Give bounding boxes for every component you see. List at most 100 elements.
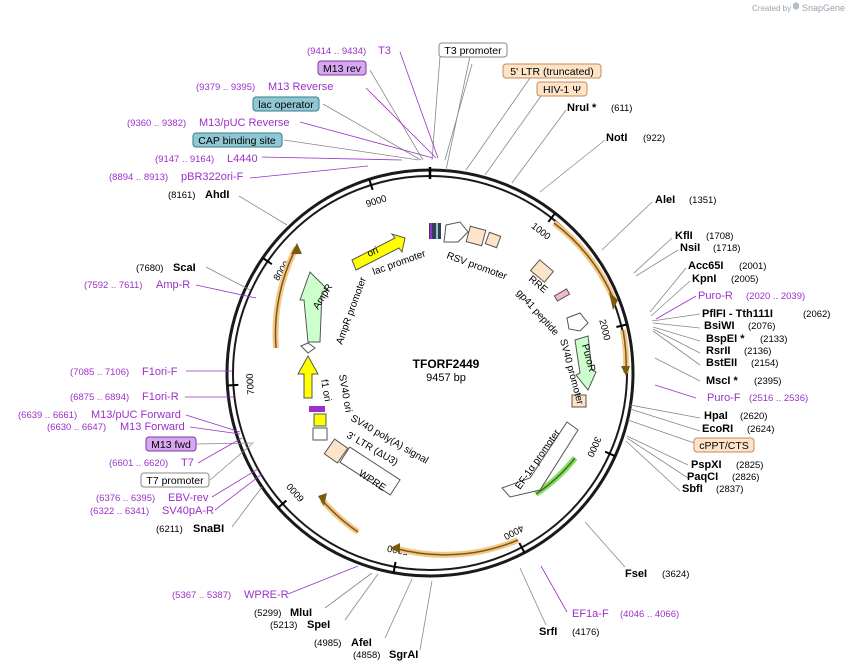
site-name: PflFI - Tth111I — [702, 308, 773, 320]
site-pos: (6211) — [156, 524, 183, 535]
site-pos: (611) — [611, 103, 632, 114]
sv40-promoter-arrow — [566, 312, 589, 332]
site-pos: (2076) — [748, 321, 775, 332]
t7-promoter-label: T7 promoter — [146, 475, 204, 487]
primer-name: L4440 — [227, 153, 258, 165]
primer-range: (6639 .. 6661) — [18, 410, 77, 421]
puror-arrow — [574, 335, 597, 391]
primer-name: EBV-rev — [168, 492, 209, 504]
tick-label: 6000 — [285, 481, 307, 504]
tick-mark — [227, 383, 239, 387]
site-pos: (2624) — [747, 424, 774, 435]
site-name: RsrII — [706, 345, 730, 357]
t7-box — [313, 413, 327, 427]
tick-label: 7000 — [245, 373, 257, 395]
primer-range: (2516 .. 2536) — [749, 393, 808, 404]
orf-arrowhead-2 — [621, 366, 630, 376]
boxed-labels: T3 promoter 5' LTR (truncated) HIV-1 Ψ M… — [140, 42, 755, 488]
plasmid-length: 9457 bp — [426, 372, 466, 384]
ef1a-promoter-arrow — [501, 421, 579, 498]
primer-name: Puro-F — [707, 392, 741, 404]
primer-name: M13/pUC Reverse — [199, 117, 289, 129]
site-name: NruI * — [567, 102, 597, 114]
tick-label: 3000 — [584, 435, 603, 459]
rsv-promoter-arrow — [443, 221, 469, 243]
primer-labels: (9414 .. 9434) T3 (9379 .. 9395) M13 Rev… — [18, 45, 808, 620]
site-pos: (1718) — [713, 243, 740, 254]
cppt-cts-label: cPPT/CTS — [699, 440, 749, 452]
m13fwd-marks — [309, 406, 325, 412]
site-name: EcoRI — [702, 423, 733, 435]
site-name: SgrAI — [389, 649, 418, 661]
site-name: AleI — [655, 194, 675, 206]
site-pos: (2001) — [739, 261, 766, 272]
primer-range: (5367 .. 5387) — [172, 590, 231, 601]
orf-arrowhead-3 — [390, 543, 400, 553]
ef1a-arc-arrow — [535, 457, 576, 495]
primer-range: (7592 .. 7611) — [84, 280, 142, 291]
rsv-promoter-label: RSV promoter — [445, 250, 509, 282]
psi-box — [484, 231, 502, 249]
primer-range: (8894 .. 8913) — [109, 172, 168, 183]
m13-rev-label: M13 rev — [323, 63, 362, 75]
tick-mark — [518, 542, 526, 554]
orf-arc-1 — [552, 220, 617, 302]
site-pos: (2154) — [751, 358, 778, 369]
lac-operator-label: lac operator — [258, 99, 314, 111]
ampr-promoter-label: AmpR promoter — [334, 275, 369, 346]
t7-promoter-box — [140, 472, 210, 488]
primer-range: (6601 .. 6620) — [109, 458, 168, 469]
site-name: NsiI — [680, 242, 700, 254]
primer-name: WPRE-R — [244, 589, 289, 601]
tick-mark — [262, 257, 273, 265]
site-pos: (922) — [643, 133, 665, 144]
snapgene-logo-icon — [793, 2, 799, 10]
site-name: KflI — [675, 230, 693, 242]
ori-label: ori — [366, 245, 381, 260]
feature-shapes — [297, 221, 597, 498]
orf-arc-5-arrow — [274, 247, 297, 349]
credit-brand: SnapGene — [802, 3, 845, 13]
site-pos: (2395) — [754, 376, 781, 387]
m13-rev-box — [317, 60, 367, 76]
primer-range: (9379 .. 9395) — [196, 82, 255, 93]
site-pos: (3624) — [662, 569, 689, 580]
cap-binding-site-box — [192, 132, 283, 148]
primer-range: (6875 .. 6894) — [70, 392, 129, 403]
site-name: SrfI — [539, 626, 557, 638]
site-name: HpaI — [704, 410, 728, 422]
t3-promoter-label: T3 promoter — [444, 45, 502, 57]
tick-mark — [547, 212, 556, 223]
f1-ori-label: f1 ori — [318, 379, 333, 403]
primer-name: T7 — [181, 457, 194, 469]
leader-lines — [195, 55, 701, 651]
primer-range: (9147 .. 9164) — [155, 154, 214, 165]
ltr-box — [465, 225, 487, 247]
site-pos: (2837) — [716, 484, 743, 495]
primer-range: (6376 .. 6395) — [96, 493, 155, 504]
site-name: ScaI — [173, 262, 196, 274]
primer-name: F1ori-R — [142, 391, 179, 403]
plasmid-name: TFORF2449 — [413, 357, 480, 371]
tick-mark — [392, 561, 397, 573]
primer-range: (6322 .. 6341) — [90, 506, 149, 517]
orf-arrowhead-1 — [609, 292, 618, 310]
site-name: AhdI — [205, 189, 229, 201]
f1ori-arrow — [297, 354, 319, 399]
sv40pa-box — [312, 427, 328, 441]
site-pos: (4858) — [353, 650, 380, 661]
site-name: BspEI * — [706, 333, 745, 345]
primer-name: Amp-R — [156, 279, 190, 291]
site-pos: (8161) — [168, 190, 195, 201]
site-name: KpnI — [692, 273, 716, 285]
site-pos: (4985) — [314, 638, 341, 649]
site-name: AfeI — [351, 637, 372, 649]
cppt-box — [571, 394, 587, 408]
gp41-label: gp41 peptide — [514, 288, 561, 339]
tick-label: 9000 — [365, 193, 388, 210]
orf-arc-3-arrow — [393, 539, 519, 556]
primer-name: M13/pUC Forward — [91, 409, 181, 421]
site-name: PspXI — [691, 459, 722, 471]
primer-name: pBR322ori-F — [181, 171, 244, 183]
